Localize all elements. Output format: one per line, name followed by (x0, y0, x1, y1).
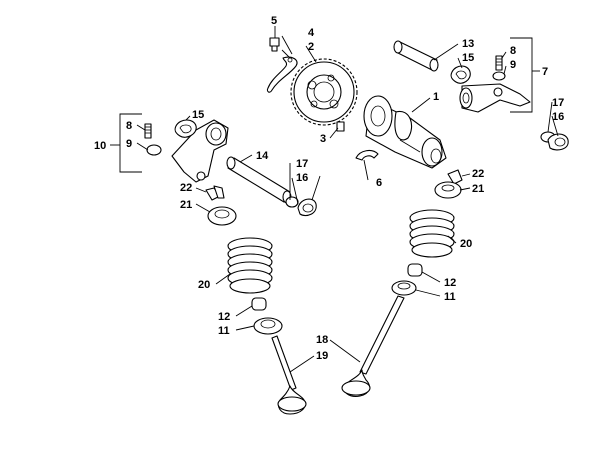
group-bracket-7 (510, 37, 540, 113)
callout-21-left: 21 (180, 199, 192, 211)
callout-1: 1 (433, 91, 439, 103)
part-oring-15-right (450, 65, 471, 84)
callout-22-left: 22 (180, 182, 192, 194)
callout-7: 7 (542, 66, 548, 78)
callout-12-right: 12 (444, 277, 456, 289)
part-lock-plate-4 (266, 56, 298, 93)
part-rocker-shaft-14 (226, 156, 292, 204)
part-oring-15-left (174, 119, 197, 138)
callout-2: 2 (308, 41, 314, 53)
callout-16-left: 16 (296, 172, 308, 184)
callout-8-right: 8 (510, 45, 516, 57)
callout-6: 6 (376, 177, 382, 189)
callout-10: 10 (94, 140, 106, 152)
part-seal-seat-12-11-right (391, 263, 423, 296)
callout-17-left: 17 (296, 158, 308, 170)
part-valve-spring-20-right (409, 209, 455, 258)
callout-5: 5 (271, 15, 277, 27)
part-camshaft-1 (363, 95, 447, 169)
callout-9-right: 9 (510, 59, 516, 71)
callout-20-right: 20 (460, 238, 472, 250)
part-keepers-retainer-right (434, 169, 463, 199)
callout-12-left: 12 (218, 311, 230, 323)
callout-14: 14 (256, 150, 269, 162)
part-oring-cap-17-16-left (285, 196, 317, 217)
part-valve-spring-20-left (227, 237, 273, 294)
callout-11-right: 11 (444, 291, 456, 303)
part-clip-6 (355, 149, 379, 161)
callout-22-right: 22 (472, 168, 484, 180)
part-adjuster-8-9-right (492, 55, 506, 81)
part-dowel-pin-3 (336, 121, 345, 132)
part-seal-seat-12-11-left (251, 297, 283, 335)
part-valve-19-left (271, 335, 307, 415)
callout-9-left: 9 (126, 138, 132, 150)
callout-15-left: 15 (192, 109, 204, 121)
callout-21-right: 21 (472, 183, 484, 195)
part-rocker-arm-right (459, 83, 531, 113)
callout-3: 3 (320, 133, 326, 145)
callout-11-left: 11 (218, 325, 230, 337)
callout-4: 4 (308, 27, 315, 39)
callout-18: 18 (316, 334, 328, 346)
part-rocker-shaft-13 (393, 40, 439, 72)
leader-lines (136, 26, 559, 373)
part-valve-18-right (341, 295, 405, 397)
callout-labels: 5 4 2 13 15 8 9 7 1 17 16 15 8 9 10 3 14… (94, 15, 564, 362)
part-bolt-5 (269, 37, 280, 52)
callout-13: 13 (462, 38, 474, 50)
callout-16-right: 16 (552, 111, 564, 123)
part-rocker-arm-left (171, 119, 229, 183)
callout-20-left: 20 (198, 279, 210, 291)
callout-15-right: 15 (462, 52, 474, 64)
part-oring-cap-17-16-right (540, 131, 569, 151)
part-adjuster-8-9-left (144, 123, 162, 156)
callout-8-left: 8 (126, 120, 132, 132)
callout-19: 19 (316, 350, 328, 362)
part-cam-sprocket-2 (290, 58, 358, 126)
callout-17-right: 17 (552, 97, 564, 109)
group-bracket-10 (110, 113, 142, 173)
part-keepers-retainer-left (205, 185, 237, 226)
